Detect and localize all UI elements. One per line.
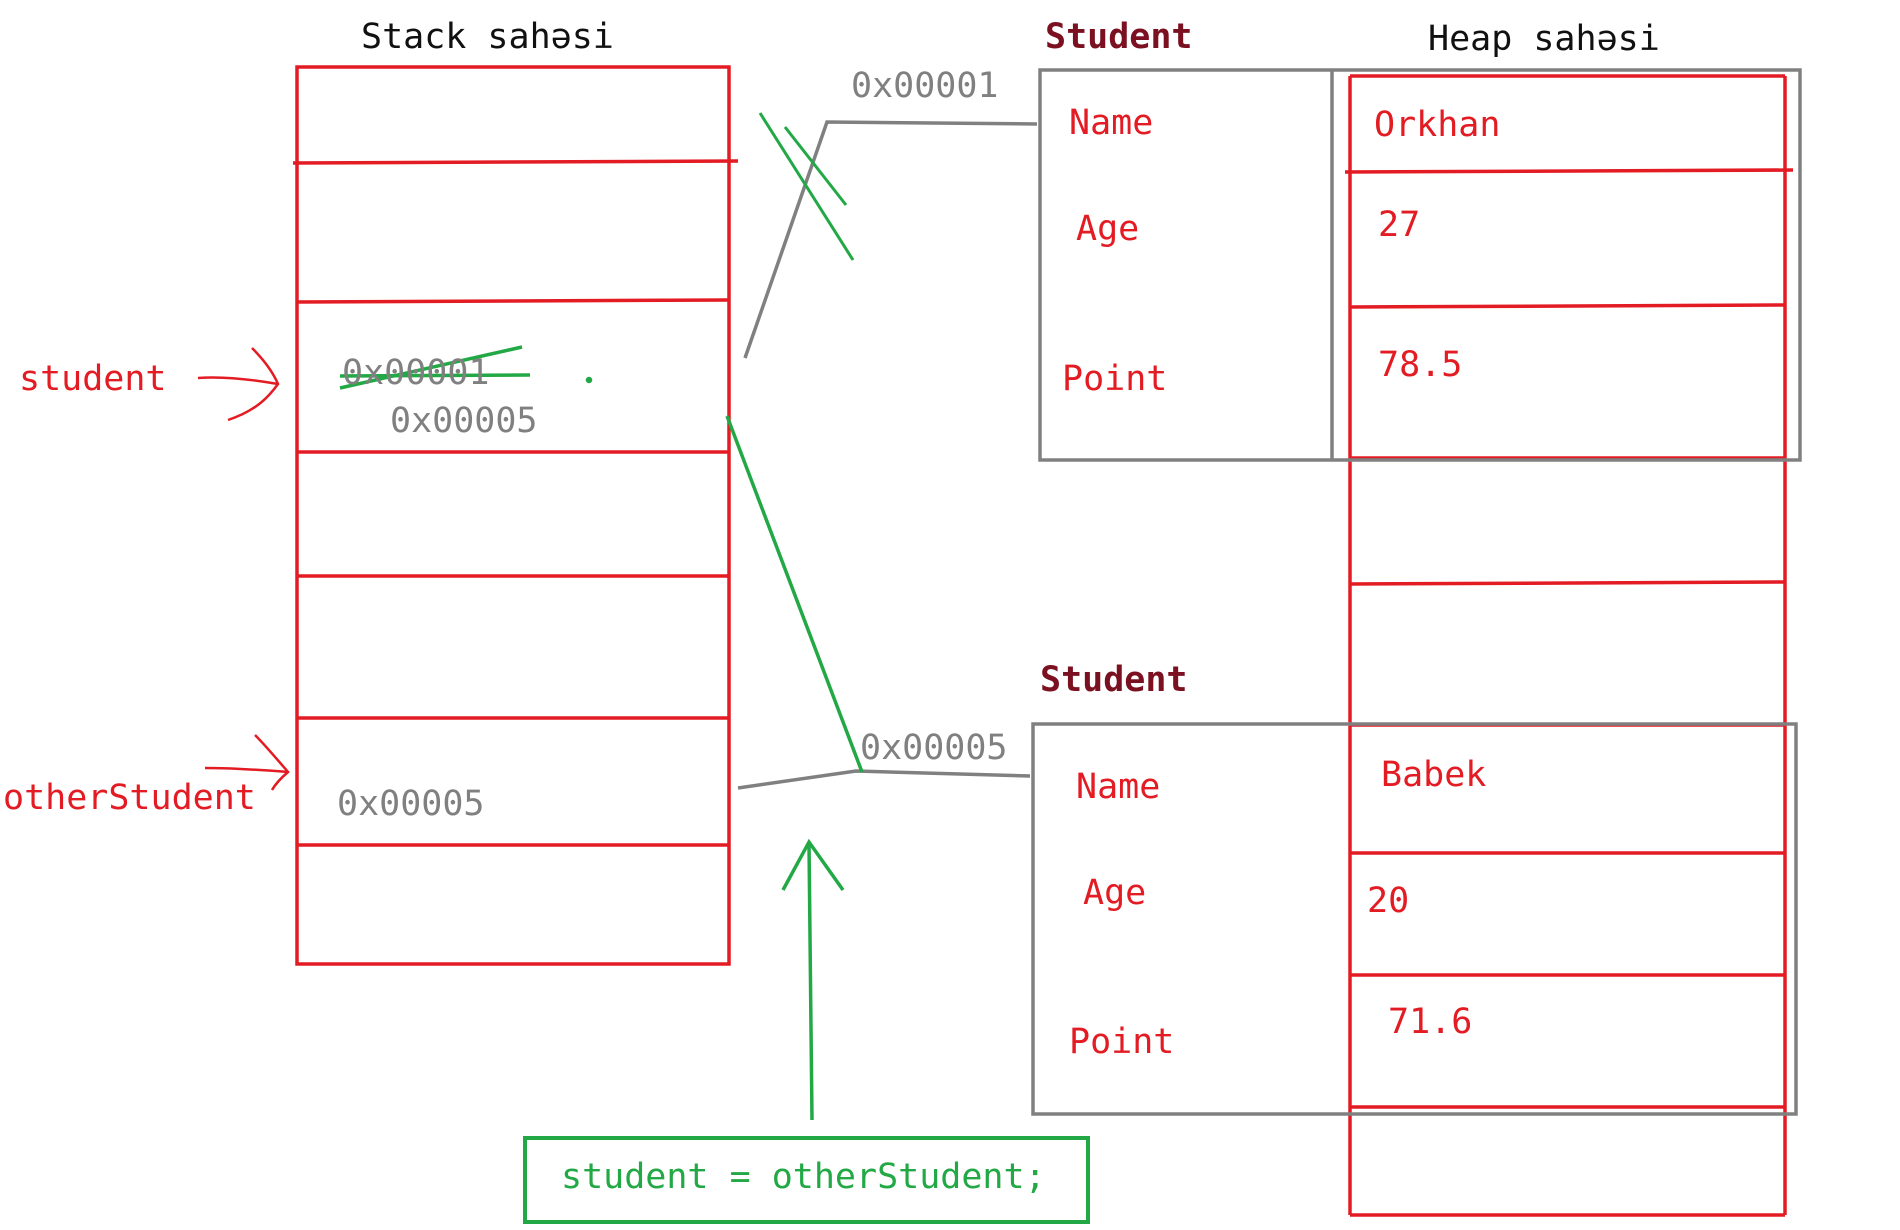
stack-frame — [295, 65, 731, 966]
object-1-address: 0x00001 — [851, 66, 999, 106]
assignment-code: student = otherStudent; — [561, 1157, 1046, 1197]
object-1-value-age: 27 — [1378, 205, 1421, 245]
student-old-address: 0x00001 — [342, 353, 490, 393]
other-student-arrow — [204, 734, 290, 791]
heap-title: Heap sahəsi — [1428, 19, 1660, 59]
object-2-field-age: Age — [1083, 873, 1147, 913]
stack-area — [292, 65, 739, 966]
assignment-arrow — [781, 838, 845, 1121]
object-1-field-age: Age — [1076, 209, 1140, 249]
other-student-address: 0x00005 — [337, 784, 485, 824]
object-2-field-point: Point — [1069, 1022, 1175, 1062]
object-1-value-name: Orkhan — [1374, 105, 1501, 145]
object-1-class-name: Student — [1045, 17, 1193, 57]
student-new-address: 0x00005 — [390, 401, 538, 441]
heap-area — [1344, 74, 1794, 1217]
object-2-box — [1031, 722, 1798, 1116]
other-student-label: otherStudent — [3, 778, 256, 818]
cut-mark — [758, 112, 855, 261]
student-label: student — [19, 359, 167, 399]
object-2-field-name: Name — [1076, 767, 1161, 807]
object-1-value-point: 78.5 — [1378, 345, 1463, 385]
object-2-value-name: Babek — [1381, 755, 1487, 795]
stack-divider — [292, 159, 739, 165]
object-1-field-name: Name — [1069, 103, 1154, 143]
assignment-box — [523, 1136, 1090, 1224]
stack-title: Stack sahəsi — [361, 17, 614, 57]
other-student-reference-line — [737, 769, 1031, 790]
object-1-box — [1038, 68, 1802, 462]
object-2-address: 0x00005 — [860, 728, 1008, 768]
old-reference-line — [743, 120, 1038, 359]
new-reference-line — [725, 415, 864, 773]
student-arrow — [197, 347, 280, 422]
object-2-value-point: 71.6 — [1388, 1002, 1473, 1042]
object-1-field-point: Point — [1062, 359, 1168, 399]
stack-divider — [296, 298, 730, 304]
object-2-class-name: Student — [1040, 660, 1188, 700]
object-2-value-age: 20 — [1367, 881, 1410, 921]
old-address-strike — [339, 345, 593, 390]
